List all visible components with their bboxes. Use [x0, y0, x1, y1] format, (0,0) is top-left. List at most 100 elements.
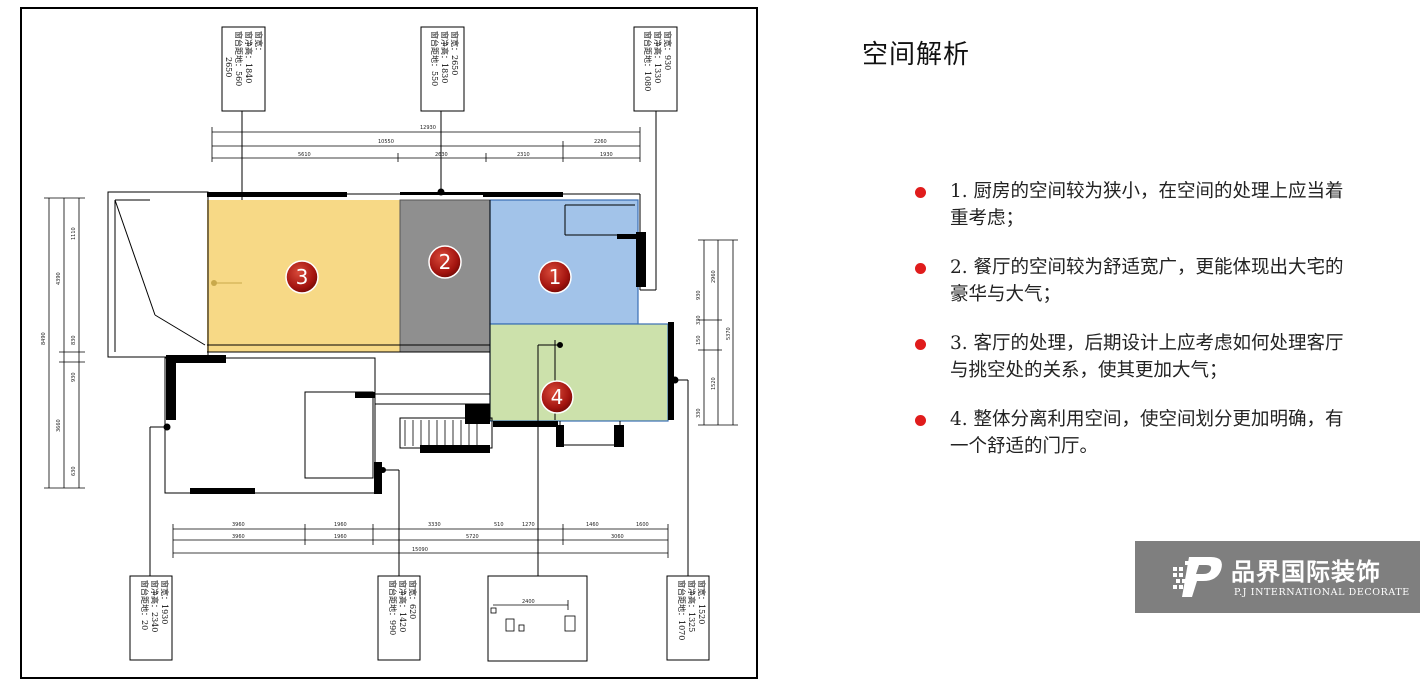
bottom-dimension-labels: 3960 1960 3330 510 1270 1460 1600 3960 1… — [232, 522, 649, 553]
floor-plan-drawing: 12930 10550 2260 5610 2630 2310 1930 396… — [41, 26, 738, 662]
right-dimension-lines — [698, 239, 738, 426]
svg-text:窗净高：1840: 窗净高：1840 — [244, 31, 254, 83]
svg-text:3060: 3060 — [611, 534, 624, 540]
window-detail-box: 2400 — [487, 575, 588, 662]
top-dimension-labels: 12930 10550 2260 5610 2630 2310 1930 — [298, 125, 613, 158]
svg-text:3960: 3960 — [232, 522, 245, 528]
svg-text:窗台距地：20: 窗台距地：20 — [140, 580, 150, 630]
svg-text:510: 510 — [494, 522, 504, 528]
bullet-dot-icon — [915, 415, 926, 426]
window-box-1: 窗宽： 窗净高：1840 窗台距地：560 2650 — [221, 26, 266, 112]
zone-badge-2: 2 — [428, 245, 462, 279]
window-box-3: 窗宽：930 窗净高：1330 窗台距地：1080 — [633, 26, 678, 112]
svg-text:窗净高：1325: 窗净高：1325 — [687, 580, 697, 632]
svg-text:窗宽：930: 窗宽：930 — [663, 31, 673, 70]
svg-text:窗宽：2650: 窗宽：2650 — [450, 31, 460, 75]
svg-text:窗宽：620: 窗宽：620 — [408, 580, 418, 619]
zone-kitchen — [489, 199, 639, 325]
zone-badge-4: 4 — [540, 380, 574, 414]
brand-p-icon — [1173, 557, 1222, 597]
svg-text:10550: 10550 — [378, 139, 394, 145]
brand-logo: 品界国际装饰 P.J INTERNATIONAL DECORATE — [1135, 541, 1420, 613]
window-box-5: 窗宽：620 窗净高：1420 窗台距地：990 — [377, 575, 421, 661]
analysis-list: 1. 厨房的空间较为狭小，在空间的处理上应当着重考虑； 2. 餐厅的空间较为舒适… — [912, 178, 1344, 482]
bottom-dimension-lines — [172, 524, 669, 558]
svg-text:窗净高：1330: 窗净高：1330 — [653, 31, 663, 83]
top-dimension-lines — [211, 127, 641, 162]
svg-text:2: 2 — [439, 250, 452, 274]
left-dimension-labels: 1110 4390 8490 830 930 3660 630 — [41, 227, 77, 476]
leader-lines — [149, 110, 689, 577]
svg-text:窗台距地：560: 窗台距地：560 — [234, 31, 244, 86]
bullet-dot-icon — [915, 263, 926, 274]
svg-text:12930: 12930 — [420, 125, 436, 131]
zone-foyer — [489, 323, 669, 422]
floor-plan-frame: 12930 10550 2260 5610 2630 2310 1930 396… — [20, 7, 758, 679]
svg-text:2400: 2400 — [522, 599, 535, 605]
svg-text:窗台距地：1080: 窗台距地：1080 — [643, 31, 653, 91]
svg-text:窗台距地：990: 窗台距地：990 — [388, 580, 398, 635]
svg-text:1960: 1960 — [334, 534, 347, 540]
svg-text:2260: 2260 — [594, 139, 607, 145]
svg-text:1960: 1960 — [334, 522, 347, 528]
svg-text:2310: 2310 — [517, 152, 530, 158]
svg-text:150: 150 — [696, 335, 702, 345]
svg-text:3: 3 — [296, 265, 309, 289]
svg-text:2960: 2960 — [711, 270, 717, 283]
svg-text:3960: 3960 — [232, 534, 245, 540]
zone-badge-3: 3 — [285, 260, 319, 294]
svg-text:830: 830 — [71, 335, 77, 345]
zone-badge-1: 1 — [538, 260, 572, 294]
list-item-text: 3. 客厅的处理，后期设计上应考虑如何处理客厅与挑空处的关系，使其更加大气； — [950, 333, 1344, 381]
svg-text:窗宽：: 窗宽： — [254, 31, 264, 55]
svg-text:1460: 1460 — [586, 522, 599, 528]
list-item: 1. 厨房的空间较为狭小，在空间的处理上应当着重考虑； — [912, 178, 1344, 232]
svg-text:1270: 1270 — [522, 522, 535, 528]
window-box-4: 窗宽：1930 窗净高：2340 窗台距地：20 — [129, 575, 173, 661]
brand-name-cn: 品界国际装饰 — [1231, 558, 1381, 586]
svg-text:1930: 1930 — [600, 152, 613, 158]
svg-text:4: 4 — [551, 385, 564, 409]
svg-text:930: 930 — [696, 290, 702, 300]
svg-text:930: 930 — [71, 372, 77, 382]
right-dimension-labels: 2960 930 330 150 5370 1520 330 — [696, 270, 732, 418]
list-item: 3. 客厅的处理，后期设计上应考虑如何处理客厅与挑空处的关系，使其更加大气； — [912, 330, 1344, 384]
svg-text:5370: 5370 — [726, 327, 732, 340]
window-box-2: 窗宽：2650 窗净高：1830 窗台距地：550 — [420, 26, 465, 112]
bullet-dot-icon — [915, 339, 926, 350]
svg-text:窗净高：1420: 窗净高：1420 — [398, 580, 408, 632]
svg-text:330: 330 — [696, 408, 702, 418]
list-item: 2. 餐厅的空间较为舒适宽广，更能体现出大宅的豪华与大气； — [912, 254, 1344, 308]
svg-text:15090: 15090 — [412, 547, 428, 553]
svg-text:3330: 3330 — [428, 522, 441, 528]
svg-text:窗宽：1520: 窗宽：1520 — [697, 580, 707, 624]
svg-text:1110: 1110 — [71, 227, 77, 240]
svg-text:8490: 8490 — [41, 332, 47, 345]
staircase — [404, 420, 478, 446]
svg-text:630: 630 — [71, 466, 77, 476]
svg-text:1: 1 — [549, 265, 562, 289]
list-item: 4. 整体分离利用空间，使空间划分更加明确，有一个舒适的门厅。 — [912, 406, 1344, 460]
list-item-text: 1. 厨房的空间较为狭小，在空间的处理上应当着重考虑； — [950, 181, 1344, 229]
brand-name-en: P.J INTERNATIONAL DECORATE — [1234, 587, 1410, 598]
list-item-text: 4. 整体分离利用空间，使空间划分更加明确，有一个舒适的门厅。 — [950, 409, 1344, 457]
svg-text:330: 330 — [696, 315, 702, 325]
svg-text:窗净高：2340: 窗净高：2340 — [150, 580, 160, 632]
svg-text:4390: 4390 — [56, 272, 62, 285]
svg-text:1600: 1600 — [636, 522, 649, 528]
svg-text:3660: 3660 — [56, 419, 62, 432]
svg-text:5610: 5610 — [298, 152, 311, 158]
left-dimension-lines — [44, 197, 85, 489]
svg-text:1520: 1520 — [711, 377, 717, 390]
svg-text:2650: 2650 — [224, 57, 233, 77]
wall-thick-segments — [166, 192, 674, 494]
svg-text:窗净高：1830: 窗净高：1830 — [440, 31, 450, 83]
svg-text:5720: 5720 — [466, 534, 479, 540]
svg-text:窗宽：1930: 窗宽：1930 — [160, 580, 170, 624]
page-title: 空间解析 — [862, 40, 971, 70]
svg-text:窗台距地：1070: 窗台距地：1070 — [677, 580, 687, 640]
list-item-text: 2. 餐厅的空间较为舒适宽广，更能体现出大宅的豪华与大气； — [950, 257, 1344, 305]
svg-text:窗台距地：550: 窗台距地：550 — [430, 31, 440, 86]
bullet-dot-icon — [915, 187, 926, 198]
window-box-6: 窗宽：1520 窗净高：1325 窗台距地：1070 — [666, 575, 710, 661]
